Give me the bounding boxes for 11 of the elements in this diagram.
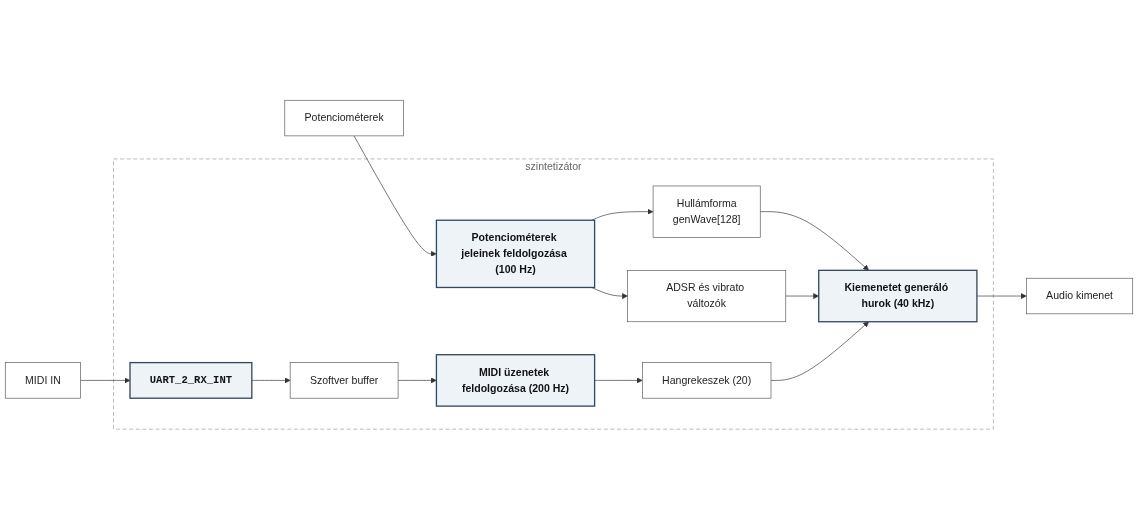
node-box: Kiemenetet generáló hurok (40 kHz)	[818, 269, 978, 323]
node-box: UART_2_RX_INT	[129, 361, 253, 399]
node-box: Potenciométerek jeleinek feldolgozása (100 Hz)	[435, 219, 596, 288]
node-box: MIDI IN	[4, 362, 81, 399]
node-box: MIDI üzenetek feldolgozása (200 Hz)	[435, 353, 596, 407]
node-box: Szoftver buffer	[289, 362, 399, 399]
node-box: Hangrekeszek (20)	[642, 362, 772, 399]
node-box: ADSR és vibrato változók	[627, 269, 787, 322]
node-box: Hullámforma genWave[128]	[652, 185, 761, 238]
node-box: Potenciométerek	[284, 99, 404, 136]
node-box: Audio kimenet	[1026, 277, 1134, 314]
